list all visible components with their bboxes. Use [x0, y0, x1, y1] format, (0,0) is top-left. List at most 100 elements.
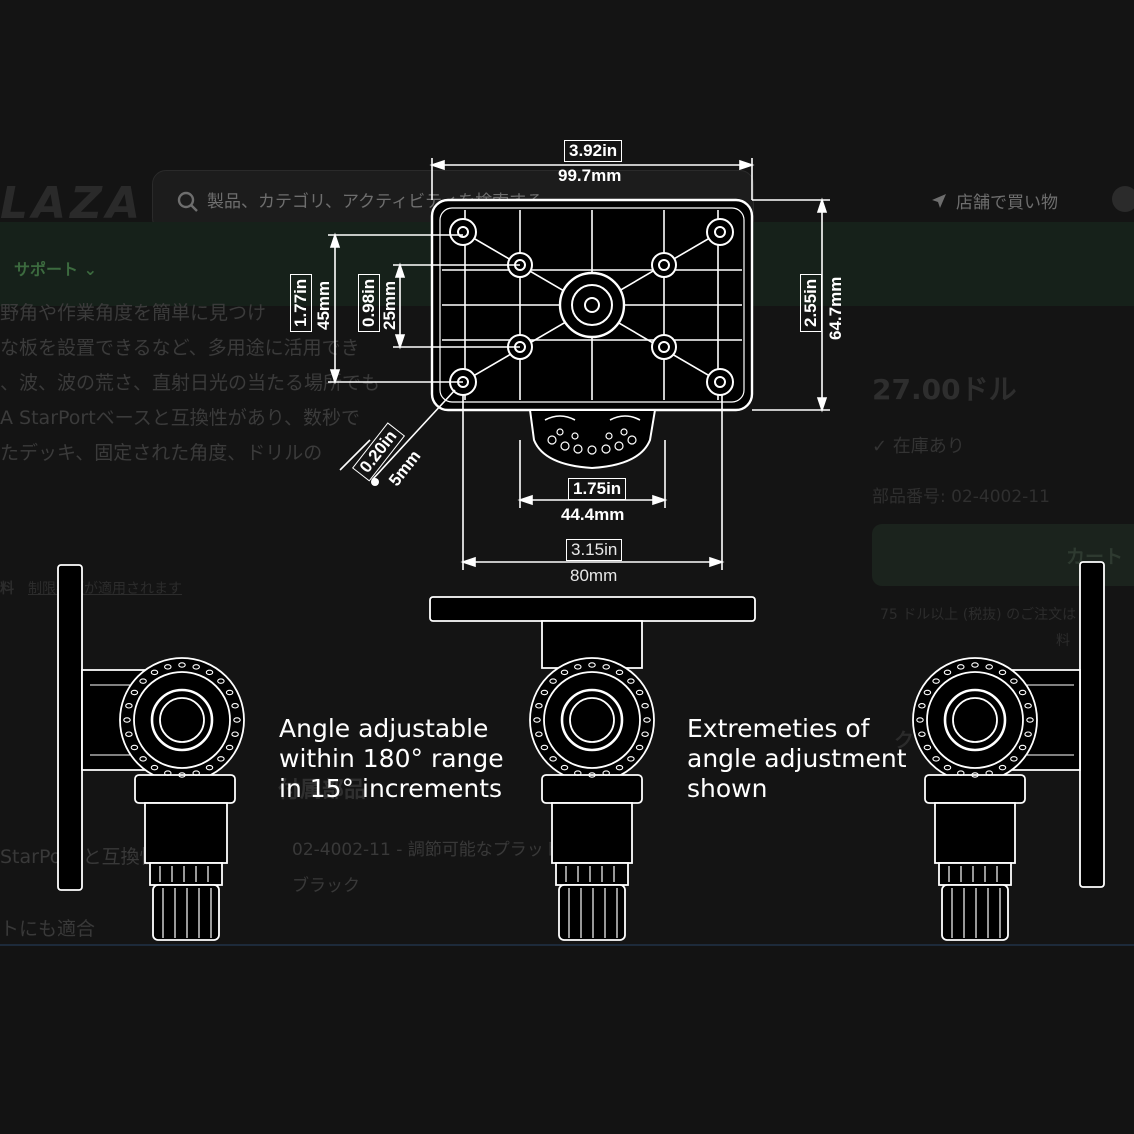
shipping-note-line: 75 ドル以上 (税抜) のご注文は [880, 607, 1077, 623]
bolt-dot [923, 744, 932, 751]
dim-height-in: 2.55in [800, 273, 822, 332]
description-line: A StarPortベースと互換性があり、数秒で [0, 407, 360, 429]
bolt-dot [192, 664, 200, 670]
bolt-dot [1018, 744, 1027, 751]
bolt-dot [560, 669, 569, 676]
nav-support-menu[interactable]: サポート ⌄ [14, 256, 97, 280]
globe-icon[interactable] [1112, 186, 1134, 212]
product-price: 27.00ドル [872, 373, 1017, 406]
shipping-note: 75 ドル以上 (税抜) のご注文は 料 [880, 602, 1076, 654]
bolt-dot [1010, 756, 1018, 762]
search-icon [177, 191, 198, 212]
bolt-pattern [123, 662, 1034, 778]
dim-height-mm: 64.7mm [826, 276, 845, 340]
bolt-dot [225, 689, 234, 696]
bolt-dot [615, 764, 624, 771]
bolt-dot [957, 770, 965, 776]
bolt-dot [641, 731, 649, 737]
bolt-dot [535, 731, 543, 737]
bolt-dot [225, 744, 234, 751]
description-line: たデッキ、固定された角度、ドリルの [0, 442, 323, 464]
dim-base-mm: 44.4mm [561, 505, 625, 524]
bolt-dot [540, 744, 549, 751]
bolt-dot [217, 678, 225, 684]
dim-span-in: 3.15in [566, 539, 623, 561]
bolt-dot [574, 770, 582, 776]
hole-marker-dot [371, 478, 379, 486]
dim-span-mm: 80mm [570, 566, 618, 585]
related-part-item[interactable]: 02-4002-11 - 調節可能なプラットフォーム ブラック [292, 832, 628, 904]
bolt-dot [932, 678, 940, 684]
shipping-note-line: 料 [1056, 633, 1070, 649]
bolt-dot [164, 770, 172, 776]
nav-support-label: サポート [14, 260, 79, 279]
bolt-dot [1024, 731, 1032, 737]
bolt-dot [574, 664, 582, 670]
bolt-dot [178, 772, 186, 778]
dim-base-in: 1.75in [568, 478, 627, 500]
compat-line: トにも適合 [0, 918, 96, 940]
caption-angle-range: Angle adjustable within 180° range in 15… [279, 714, 504, 803]
bolt-dot [1026, 717, 1034, 723]
bolt-dot [1024, 703, 1032, 709]
store-link[interactable]: 店舗で買い物 [930, 188, 1058, 213]
bolt-dot [615, 669, 624, 676]
bolt-dot [533, 717, 541, 723]
side-view-left [57, 564, 245, 941]
part-number: 部品番号: 02-4002-11 [872, 487, 1050, 507]
related-part-color: ブラック [292, 876, 360, 896]
bolt-dot [985, 664, 993, 670]
side-view-right [912, 561, 1105, 941]
bolt-dot [943, 669, 952, 676]
bolt-dot [918, 731, 926, 737]
bolt-dot [178, 662, 186, 668]
brand-logo[interactable]: LAZA [0, 178, 145, 229]
bolt-dot [125, 731, 133, 737]
bolt-dot [588, 772, 596, 778]
bolt-dot [205, 669, 214, 676]
chevron-down-icon: ⌄ [78, 260, 97, 279]
bolt-dot [916, 717, 924, 723]
location-arrow-icon [932, 193, 946, 208]
dim-inner-spacing-in: 0.98in [358, 273, 380, 332]
dim-inner-spacing-mm: 25mm [380, 280, 399, 330]
divider [0, 944, 1134, 946]
bolt-dot [205, 764, 214, 771]
bolt-dot [535, 703, 543, 709]
bolt-dot [635, 744, 644, 751]
bolt-dot [231, 703, 239, 709]
related-part-name: 02-4002-11 - 調節可能なプラットフォーム [292, 840, 629, 860]
bolt-dot [130, 744, 139, 751]
bolt-dot [231, 731, 239, 737]
bolt-dot [150, 764, 159, 771]
bolt-dot [588, 662, 596, 668]
bolt-dot [602, 664, 610, 670]
bolt-dot [192, 770, 200, 776]
bolt-dot [139, 756, 147, 762]
bolt-dot [164, 664, 172, 670]
bolt-dot [549, 678, 557, 684]
bolt-dot [943, 764, 952, 771]
bolt-dot [130, 689, 139, 696]
bolt-dot [957, 664, 965, 670]
bolt-dot [998, 764, 1007, 771]
description-line: な板を設置できるなど、多用途に活用でき [0, 337, 360, 359]
shipping-link-prefix: 料 [0, 581, 14, 597]
dim-outer-spacing-mm: 45mm [314, 280, 333, 330]
description-line: 、波、波の荒さ、直射日光の当たる場所でも [0, 372, 381, 394]
hole-leader-line [371, 389, 456, 481]
dim-width-mm: 99.7mm [558, 166, 622, 185]
caption-extremities: Extremeties of angle adjustment shown [687, 714, 907, 803]
bolt-dot [998, 669, 1007, 676]
knob-outline [528, 409, 657, 470]
bolt-dot [602, 770, 610, 776]
bolt-dot [627, 678, 635, 684]
product-description: 野角や作業角度を簡単に見つけ な板を設置できるなど、多用途に活用でき 、波、波の… [0, 296, 380, 471]
bolt-dot [540, 689, 549, 696]
bolt-dot [971, 662, 979, 668]
related-parts-heading: 付属部品 [278, 778, 367, 803]
bolt-dot [918, 703, 926, 709]
bolt-dot [217, 756, 225, 762]
bolt-dot [1010, 678, 1018, 684]
